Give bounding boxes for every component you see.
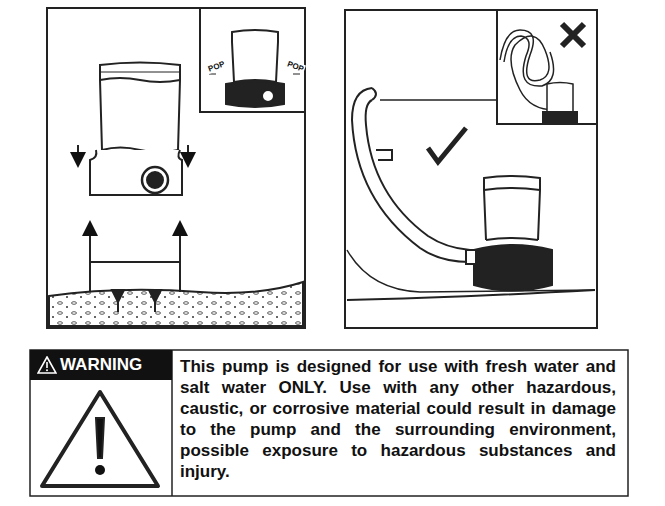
hose (352, 88, 470, 262)
water-line (380, 99, 500, 101)
x-mark (562, 24, 584, 46)
check-mark (428, 128, 466, 162)
warning-frame (30, 350, 628, 496)
warning-box: WARNINGThis pump is designed for use wit… (30, 350, 628, 496)
warning-icon (37, 356, 57, 374)
inset-frame (200, 8, 305, 112)
panel-frame (345, 10, 597, 328)
panel-frame (47, 8, 305, 328)
ground (49, 282, 303, 326)
warning-triangle (42, 392, 158, 486)
pump (90, 63, 182, 196)
inset-frame (497, 10, 597, 124)
warning-text: This pump is designed for use with fresh… (180, 356, 616, 482)
pump (466, 176, 552, 291)
